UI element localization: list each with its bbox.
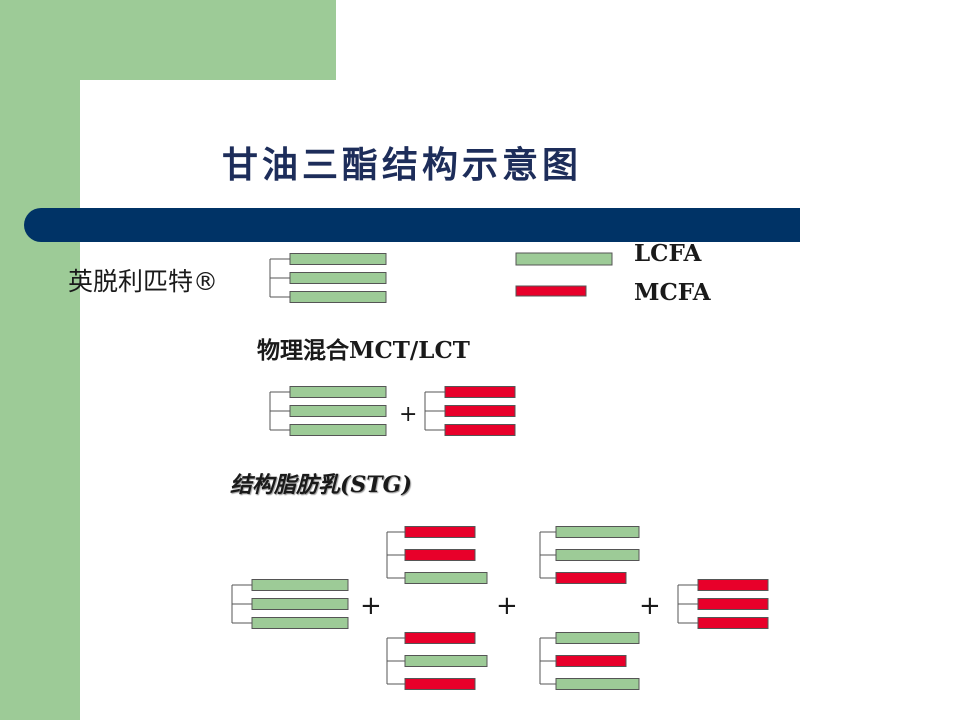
brand-label: 英脱利匹特®	[68, 267, 219, 296]
lcfa-chain	[251, 598, 349, 610]
mcfa-chain	[555, 655, 627, 667]
lcfa-chain	[251, 579, 349, 591]
lcfa-chain	[404, 572, 488, 584]
mcfa-chain	[404, 549, 476, 561]
lcfa-chain	[404, 655, 488, 667]
mcfa-chain	[697, 617, 769, 629]
triglyceride-molecule	[539, 632, 640, 690]
triglyceride-molecule	[424, 386, 516, 436]
title-underline-bar	[24, 208, 800, 242]
triglyceride-molecule	[677, 579, 769, 629]
plus-sign: +	[639, 591, 661, 621]
physical-mix-label: 物理混合MCT/LCT	[257, 337, 470, 364]
mcfa-chain	[404, 678, 476, 690]
lcfa-chain	[555, 549, 640, 561]
triglyceride-molecule	[231, 579, 349, 629]
lcfa-chain	[555, 678, 640, 690]
mcfa-chain	[697, 598, 769, 610]
plus-sign: +	[496, 591, 518, 621]
mcfa-chain	[697, 579, 769, 591]
lcfa-chain	[289, 272, 387, 284]
plus-sign: +	[360, 591, 382, 621]
legend-mcfa-swatch	[515, 285, 587, 297]
triglyceride-molecule	[539, 526, 640, 584]
legend-lcfa-label: LCFA	[634, 240, 702, 267]
mcfa-chain	[404, 632, 476, 644]
mcfa-chain	[555, 572, 627, 584]
content-card	[80, 80, 960, 720]
lcfa-chain	[289, 291, 387, 303]
mcfa-chain	[444, 405, 516, 417]
lcfa-chain	[289, 386, 387, 398]
page-title: 甘油三酯结构示意图	[222, 145, 583, 186]
lcfa-chain	[289, 424, 387, 436]
mcfa-chain	[444, 424, 516, 436]
triglyceride-molecule	[269, 253, 387, 303]
triglyceride-molecule	[386, 526, 488, 584]
plus-sign: +	[399, 402, 418, 427]
lcfa-chain	[555, 632, 640, 644]
lcfa-chain	[289, 253, 387, 265]
lcfa-chain	[289, 405, 387, 417]
lcfa-chain	[251, 617, 349, 629]
triglyceride-molecule	[269, 386, 387, 436]
mcfa-chain	[444, 386, 516, 398]
green-side-band	[0, 0, 80, 720]
legend-mcfa-label: MCFA	[634, 279, 711, 306]
mcfa-chain	[404, 526, 476, 538]
triglyceride-molecule	[386, 632, 488, 690]
green-top-band	[0, 0, 336, 80]
stg-label: 结构脂肪乳(STG)	[230, 472, 412, 498]
lcfa-chain	[555, 526, 640, 538]
legend-lcfa-swatch	[515, 252, 613, 266]
